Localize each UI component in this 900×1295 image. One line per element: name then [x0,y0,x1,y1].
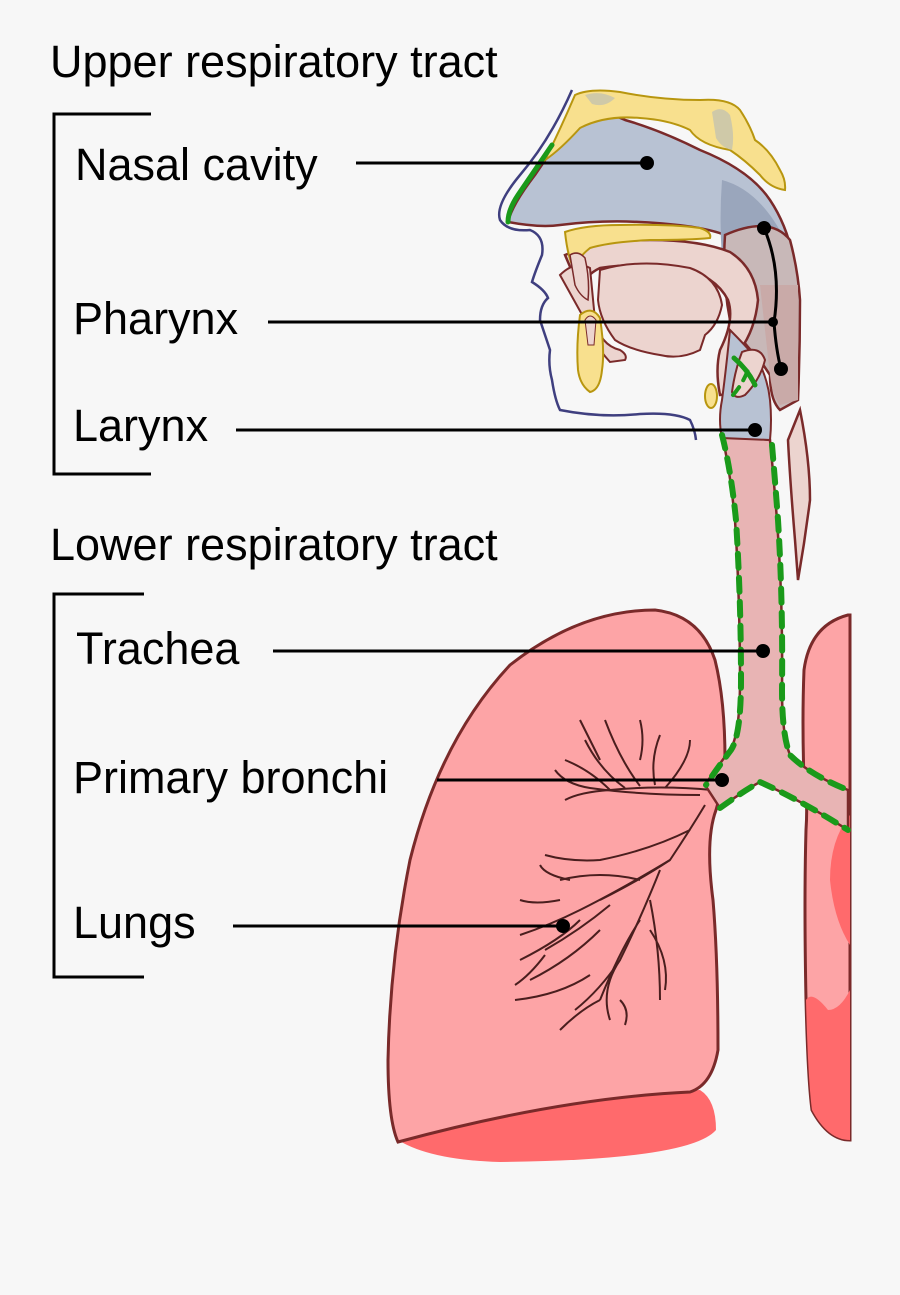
upper-tract-heading: Upper respiratory tract [50,36,498,87]
esophagus [786,405,812,581]
right-lung-shadow [398,1090,716,1162]
lower-tract-bracket [52,592,144,979]
mucosa-lining [505,142,851,833]
pharynx-top-dot [757,221,771,235]
nasal-cavity-dot [640,156,654,170]
trachea-dot [756,644,770,658]
leader-lines [233,161,783,928]
face-outline [497,89,698,441]
upper-tract-bracket [52,112,151,476]
pharynx-label: Pharynx [73,293,239,344]
lungs-dot [556,919,570,933]
pharynx-mid-dot [768,317,778,327]
lower-tract-heading: Lower respiratory tract [50,519,498,570]
primary-bronchi-label: Primary bronchi [73,752,388,803]
larynx-label: Larynx [73,400,209,451]
upper-tooth [569,252,590,302]
pharynx-bottom-dot [774,362,788,376]
hyoid [704,383,718,409]
bronchial-tree [514,719,713,1031]
larynx-dot [748,423,762,437]
left-lung [801,613,852,1142]
leader-dots [556,156,788,933]
nasal-cavity-label: Nasal cavity [75,139,318,190]
lungs-label: Lungs [73,897,196,948]
primary-bronchi-dot [715,773,729,787]
lower-tooth [576,309,605,394]
trachea-label: Trachea [76,623,240,674]
